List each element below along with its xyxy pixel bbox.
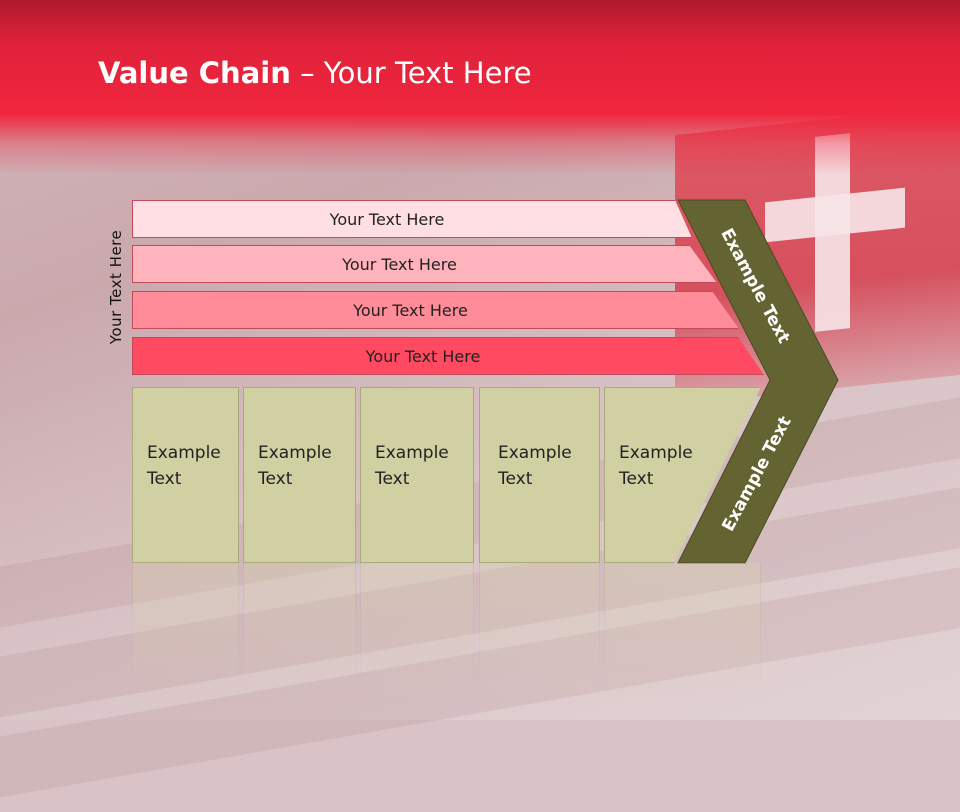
title-bold: Value Chain [98, 56, 291, 90]
activity-box: Example Text [132, 387, 239, 563]
row-4: Your Text Here [132, 337, 764, 375]
row-label: Your Text Here [342, 254, 457, 274]
box-line: Text [258, 469, 293, 489]
activity-box: Example Text [360, 387, 474, 563]
box-line: Example [619, 443, 693, 463]
row-label: Your Text Here [329, 209, 445, 229]
slide-title: Value Chain – Your Text Here [98, 56, 532, 90]
row-1: Your Text Here [132, 200, 692, 238]
box-line: Example [375, 443, 449, 463]
arrow-shape [677, 199, 839, 564]
box-line: Text [619, 469, 654, 489]
value-chain-arrow [677, 199, 839, 564]
box-line: Example [147, 443, 221, 463]
activity-box: Example Text [479, 387, 600, 563]
activity-box: Example Text [243, 387, 356, 563]
header-band [0, 0, 960, 175]
row-2: Your Text Here [132, 245, 717, 283]
box-line: Example [498, 443, 572, 463]
box-line: Text [498, 469, 533, 489]
title-rest: – Your Text Here [290, 56, 532, 90]
row-label: Your Text Here [365, 346, 481, 366]
box-line: Example [258, 443, 332, 463]
box-line: Text [375, 469, 410, 489]
box-line: Text [147, 469, 182, 489]
row-label: Your Text Here [353, 300, 468, 320]
row-3: Your Text Here [132, 291, 739, 329]
